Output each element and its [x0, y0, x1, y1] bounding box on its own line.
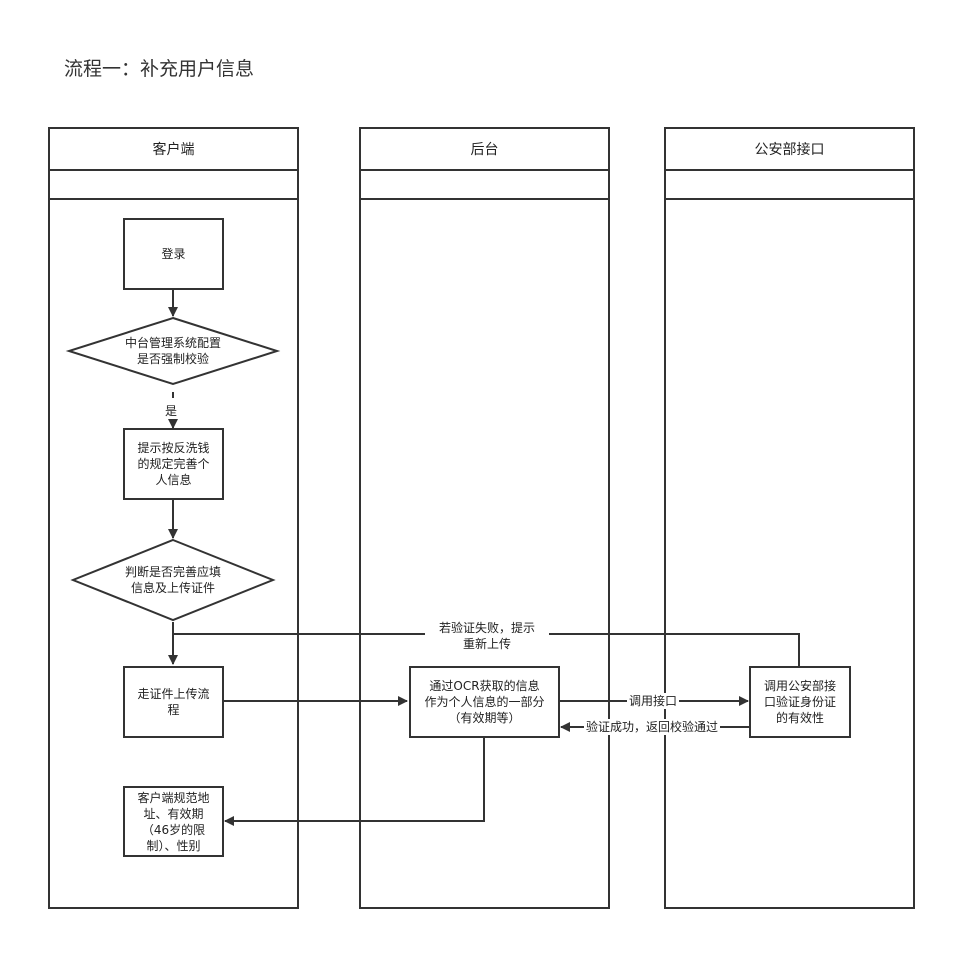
lane-backend-header: 后台 — [361, 129, 608, 171]
decision-config-text: 中台管理系统配置 是否强制校验 — [93, 335, 253, 367]
node-rules-line2: 址、有效期 — [143, 806, 204, 821]
lane-police: 公安部接口 — [664, 127, 915, 909]
lane-client-subheader — [50, 169, 297, 200]
edge-label-yes: 是 — [165, 403, 178, 419]
lane-police-header: 公安部接口 — [666, 129, 913, 171]
node-login: 登录 — [123, 218, 224, 290]
node-police-line2: 口验证身份证 — [763, 695, 836, 709]
node-ocr-info: 通过OCR获取的信息 作为个人信息的一部分 （有效期等） — [409, 666, 560, 738]
edge-fail-loop — [173, 633, 800, 666]
decision-judge-line1: 判断是否完善应填 — [124, 565, 221, 579]
node-prompt-line1: 提示按反洗钱 — [137, 441, 210, 455]
edge-label-fail: 若验证失败，提示 重新上传 — [425, 620, 549, 652]
node-ocr-line2: 作为个人信息的一部分 — [424, 695, 545, 709]
node-rules-line1: 客户端规范地 — [137, 790, 210, 805]
node-police-verify: 调用公安部接 口验证身份证 的有效性 — [749, 666, 851, 738]
decision-judge-line2: 信息及上传证件 — [130, 581, 215, 595]
lane-client: 客户端 — [48, 127, 299, 909]
lane-backend-subheader — [361, 169, 608, 200]
edge-label-fail-line1: 若验证失败，提示 — [438, 621, 535, 635]
decision-config-line2: 是否强制校验 — [136, 352, 209, 366]
node-prompt-line2: 的规定完善个 — [137, 457, 210, 471]
node-prompt-line3: 人信息 — [155, 473, 192, 487]
lane-backend: 后台 — [359, 127, 610, 909]
node-client-rules: 客户端规范地 址、有效期 （46岁的限 制）、性别 — [123, 786, 224, 857]
lane-client-header: 客户端 — [50, 129, 297, 171]
node-upload-line2: 程 — [167, 703, 180, 717]
node-police-line1: 调用公安部接 — [763, 679, 836, 693]
node-ocr-line3: （有效期等） — [448, 711, 521, 725]
lane-police-subheader — [666, 169, 913, 200]
node-ocr-line1: 通过OCR获取的信息 — [429, 679, 540, 693]
page-title: 流程一：补充用户信息 — [64, 58, 255, 80]
node-login-label: 登录 — [161, 247, 186, 261]
decision-config-check — [65, 316, 281, 386]
decision-judge-text: 判断是否完善应填 信息及上传证件 — [93, 564, 253, 596]
node-rules-line3: （46岁的限 — [141, 822, 206, 837]
node-rules-line4: 制）、性别 — [146, 838, 201, 853]
edge-label-success: 验证成功，返回校验通过 — [584, 719, 721, 735]
edge-ocr-to-rules — [224, 737, 485, 826]
decision-config-line1: 中台管理系统配置 — [124, 336, 221, 350]
node-police-line3: 的有效性 — [775, 711, 824, 725]
edge-label-fail-line2: 重新上传 — [462, 637, 511, 651]
decision-judge-complete — [70, 538, 276, 622]
edge-label-call-api: 调用接口 — [627, 693, 680, 709]
node-prompt: 提示按反洗钱 的规定完善个 人信息 — [123, 428, 224, 500]
node-upload-flow: 走证件上传流 程 — [123, 666, 224, 738]
node-upload-line1: 走证件上传流 — [137, 687, 210, 701]
